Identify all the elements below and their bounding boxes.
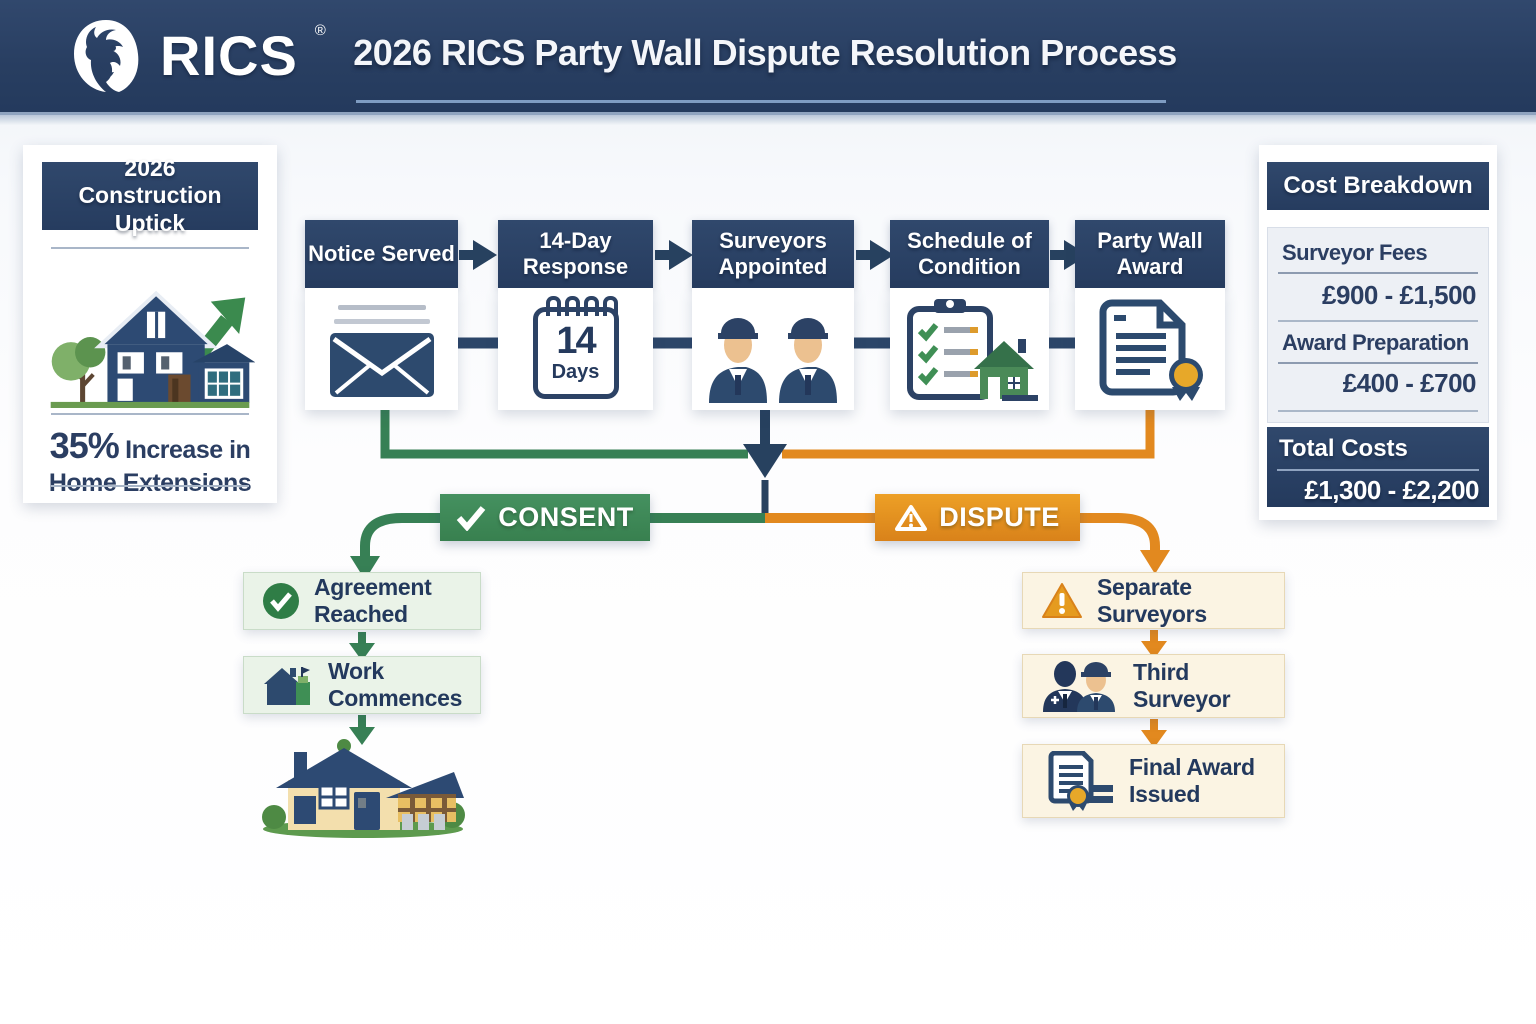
dispute-branch-label: DISPUTE — [875, 494, 1080, 541]
cost-row-value: £900 - £1,500 — [1322, 280, 1476, 310]
envelope-icon — [326, 297, 438, 401]
cost-total-value: £1,300 - £2,200 — [1304, 475, 1479, 505]
brand-name: RICS — [160, 24, 298, 87]
header-bottom-band — [0, 115, 1536, 125]
consent-branch-label: CONSENT — [440, 494, 650, 541]
step-body-notice-served — [305, 288, 458, 410]
calendar-icon: 14 Days — [532, 296, 619, 399]
step-header-party-wall-award: Party Wall Award — [1075, 220, 1225, 288]
step-body-14-day-response: 14 Days — [498, 288, 653, 410]
consent-step-agreement-reached: Agreement Reached — [243, 572, 481, 630]
step-header-notice-served: Notice Served — [305, 220, 458, 288]
house-construction-icon — [262, 664, 314, 706]
stat-value: 35% — [49, 425, 120, 466]
construction-uptick-panel: 2026 Construction Uptick — [23, 145, 277, 503]
dispute-text: DISPUTE — [939, 502, 1060, 532]
consent-step-label: Agreement Reached — [314, 574, 432, 627]
dispute-step-label: Separate Surveyors — [1097, 573, 1207, 627]
consent-step-label: Work Commences — [328, 658, 463, 711]
stats-divider-bottom — [51, 485, 249, 487]
rics-lion-icon — [66, 14, 146, 98]
cost-row-value: £400 - £700 — [1342, 368, 1477, 398]
cost-row-label: Award Preparation — [1282, 330, 1469, 355]
registered-mark: ® — [314, 21, 326, 39]
step-body-schedule-of-condition — [890, 288, 1049, 410]
cost-total-label: Total Costs — [1279, 435, 1408, 462]
stat-text: 35% Increase in Home Extensions — [33, 423, 267, 499]
calendar-day-number: 14 — [556, 320, 596, 362]
stat-line1: Increase in — [118, 436, 251, 464]
cost-panel-title: Cost Breakdown — [1267, 162, 1489, 210]
header-bar — [0, 0, 1536, 115]
flow-arrow-2 — [655, 240, 693, 270]
rics-logo: RICS ® — [66, 14, 326, 98]
page-title: 2026 RICS Party Wall Dispute Resolution … — [353, 32, 1177, 73]
flow-arrow-3 — [856, 240, 894, 270]
calendar-day-unit: Days — [551, 361, 600, 383]
stats-panel-title: 2026 Construction Uptick — [42, 155, 258, 236]
award-certificate-icon — [1041, 751, 1115, 811]
two-surveyors-icon — [1041, 660, 1119, 712]
clipboard-house-icon — [900, 295, 1040, 403]
consent-text: CONSENT — [498, 502, 634, 532]
stat-line2: Home Extensions — [48, 469, 252, 497]
stats-divider-top — [51, 247, 249, 249]
completed-house-illustration — [258, 738, 468, 838]
house-growth-illustration — [45, 257, 255, 409]
dispute-step-third-surveyor: Third Surveyor — [1022, 654, 1285, 718]
check-circle-icon — [262, 582, 300, 620]
cost-breakdown-panel: Cost Breakdown Surveyor Fees £900 - £1,5… — [1259, 145, 1497, 520]
flow-arrow-1 — [459, 240, 497, 270]
step-header-surveyors-appointed: Surveyors Appointed — [692, 220, 854, 288]
step-header-schedule-of-condition: Schedule of Condition — [890, 220, 1049, 288]
surveyors-icon — [703, 295, 843, 403]
step-body-surveyors-appointed — [692, 288, 854, 410]
cost-row-label: Surveyor Fees — [1282, 240, 1428, 265]
dispute-step-separate-surveyors: Separate Surveyors — [1022, 572, 1285, 629]
cost-rows-section: Surveyor Fees £900 - £1,500 Award Prepar… — [1267, 227, 1489, 423]
title-underline — [356, 100, 1166, 103]
stats-divider-mid — [51, 413, 249, 415]
warning-triangle-icon — [895, 504, 928, 532]
consent-step-work-commences: Work Commences — [243, 656, 481, 714]
cost-total-section: Total Costs £1,300 - £2,200 — [1267, 427, 1489, 507]
award-document-icon — [1090, 295, 1210, 403]
dispute-step-label: Third Surveyor — [1133, 659, 1231, 712]
warning-triangle-icon — [1041, 582, 1083, 620]
step-body-party-wall-award — [1075, 288, 1225, 410]
step-header-14-day-response: 14-Day Response — [498, 220, 653, 288]
dispute-step-label: Final Award Issued — [1129, 754, 1255, 807]
check-icon — [456, 505, 486, 531]
dispute-step-final-award-issued: Final Award Issued — [1022, 744, 1285, 818]
